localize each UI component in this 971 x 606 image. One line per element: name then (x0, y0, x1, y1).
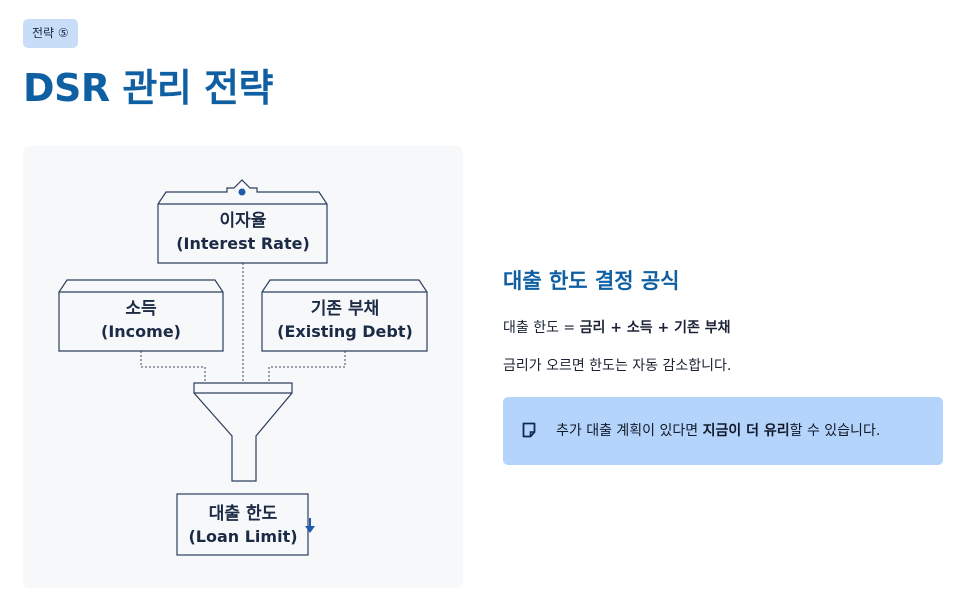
page-title: DSR 관리 전략 (23, 66, 273, 110)
note-icon (522, 422, 536, 438)
callout-suffix: 할 수 있습니다. (789, 423, 881, 439)
down-arrow-icon (305, 518, 315, 533)
callout-emphasis: 지금이 더 유리 (702, 423, 790, 439)
formula-description: 금리가 오르면 한도는 자동 감소합니다. (503, 358, 732, 374)
income-label-ko: 소득 (125, 299, 157, 319)
debt-connector (268, 351, 346, 383)
income-connector (140, 351, 206, 383)
income-label-en: (Income) (101, 322, 181, 341)
tip-callout: 추가 대출 계획이 있다면 지금이 더 유리할 수 있습니다. (503, 397, 943, 465)
interest-label-ko: 이자율 (220, 211, 267, 231)
formula-prefix: 대출 한도 = (503, 320, 580, 336)
formula-section: 대출 한도 결정 공식 대출 한도 = 금리 + 소득 + 기존 부채 금리가 … (503, 265, 943, 465)
interest-label-en: (Interest Rate) (176, 234, 310, 253)
section-title: 대출 한도 결정 공식 (503, 269, 680, 293)
funnel-shape (193, 382, 293, 482)
funnel-diagram: 이자율 (Interest Rate) 소득 (Income) 기존 부채 (E… (23, 146, 463, 588)
callout-text: 추가 대출 계획이 있다면 지금이 더 유리할 수 있습니다. (556, 420, 880, 440)
loan-label-ko: 대출 한도 (209, 504, 278, 524)
callout-prefix: 추가 대출 계획이 있다면 (556, 423, 703, 439)
loan-limit-box (176, 493, 309, 556)
arrow-dot-icon (238, 188, 246, 196)
debt-label-ko: 기존 부채 (311, 299, 379, 319)
interest-box (157, 179, 328, 264)
funnel-diagram-svg: 이자율 (Interest Rate) 소득 (Income) 기존 부채 (E… (58, 179, 428, 556)
formula-line: 대출 한도 = 금리 + 소득 + 기존 부채 (503, 317, 730, 337)
debt-label-en: (Existing Debt) (277, 322, 413, 341)
loan-label-en: (Loan Limit) (188, 527, 297, 546)
strategy-badge: 전략 ⑤ (23, 19, 78, 48)
formula-terms: 금리 + 소득 + 기존 부채 (579, 320, 731, 336)
